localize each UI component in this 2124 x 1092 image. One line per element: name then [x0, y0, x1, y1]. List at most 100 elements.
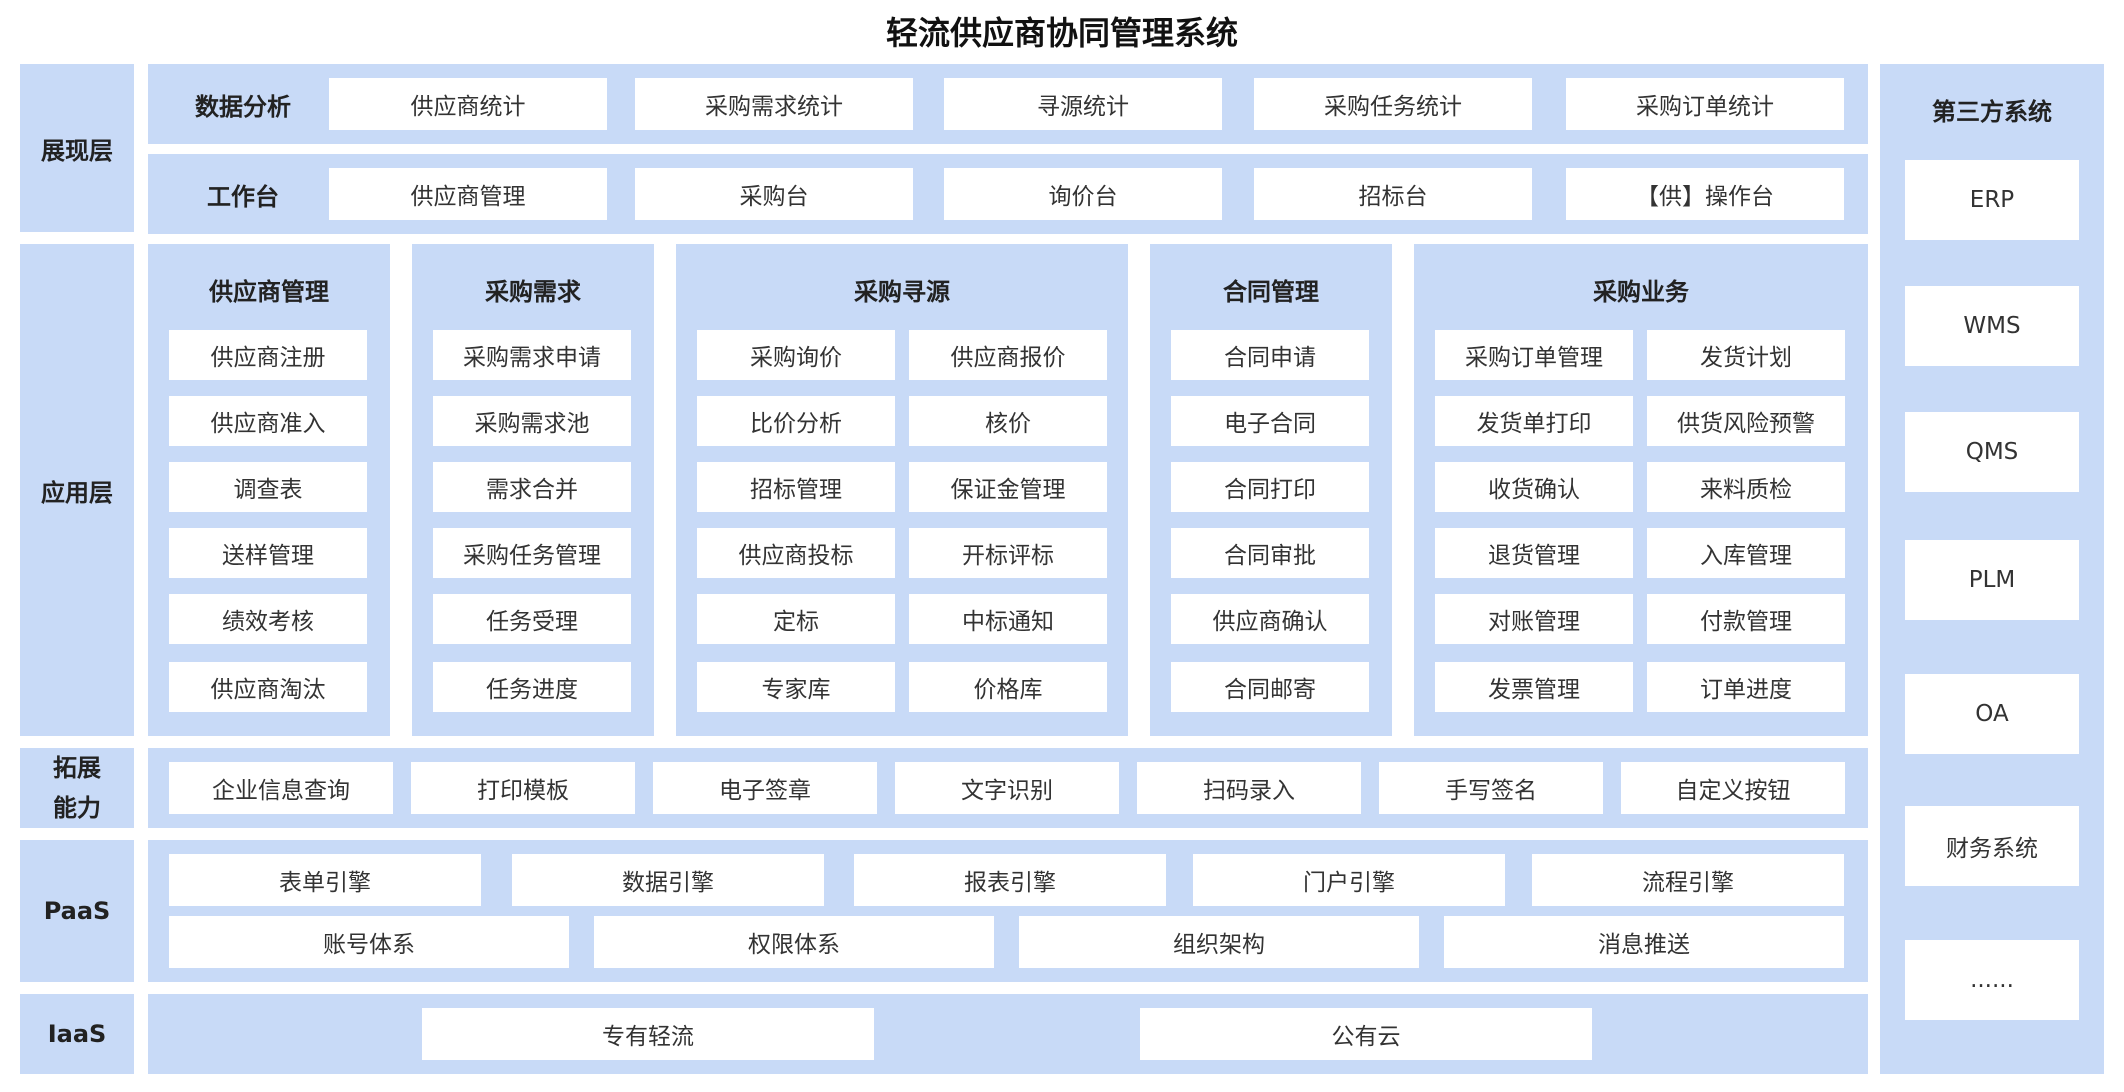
module-item: 供货风险预警	[1647, 396, 1845, 446]
third-party-item: ERP	[1905, 160, 2079, 240]
layer-label-iaas: IaaS	[20, 994, 134, 1074]
module-item: 供应商淘汰	[169, 662, 367, 712]
paas-row: 表单引擎 数据引擎 报表引擎 门户引擎 流程引擎 账号体系 权限体系 组织架构 …	[148, 840, 1868, 982]
layer-label-extension: 拓展 能力	[20, 748, 134, 828]
module-item: 供应商投标	[697, 528, 895, 578]
module-item: 发货计划	[1647, 330, 1845, 380]
paas-engine: 报表引擎	[854, 854, 1166, 906]
module-item: 对账管理	[1435, 594, 1633, 644]
module-item: 发票管理	[1435, 662, 1633, 712]
extension-item: 文字识别	[895, 762, 1119, 814]
workbench-box: 供应商管理	[329, 168, 607, 220]
extension-item: 手写签名	[1379, 762, 1603, 814]
stat-box: 采购任务统计	[1254, 78, 1532, 130]
module-item: 核价	[909, 396, 1107, 446]
extension-item: 自定义按钮	[1621, 762, 1845, 814]
stat-box: 采购订单统计	[1566, 78, 1844, 130]
module-item: 比价分析	[697, 396, 895, 446]
module-item: 发货单打印	[1435, 396, 1633, 446]
workbench-box: 询价台	[944, 168, 1222, 220]
module-item: 退货管理	[1435, 528, 1633, 578]
module-business: 采购业务 采购订单管理 发货计划 发货单打印 供货风险预警 收货确认 来料质检 …	[1414, 244, 1868, 736]
module-item: 供应商准入	[169, 396, 367, 446]
paas-engine: 门户引擎	[1193, 854, 1505, 906]
module-item: 中标通知	[909, 594, 1107, 644]
workbench-box: 采购台	[635, 168, 913, 220]
module-sourcing: 采购寻源 采购询价 供应商报价 比价分析 核价 招标管理 保证金管理 供应商投标…	[676, 244, 1128, 736]
iaas-item: 公有云	[1140, 1008, 1592, 1060]
workbench-label: 工作台	[207, 182, 279, 211]
third-party-item: QMS	[1905, 412, 2079, 492]
module-item: 调查表	[169, 462, 367, 512]
module-item: 合同申请	[1171, 330, 1369, 380]
module-item: 任务进度	[433, 662, 631, 712]
data-analysis-row: 数据分析 供应商统计 采购需求统计 寻源统计 采购任务统计 采购订单统计	[148, 64, 1868, 144]
paas-system: 账号体系	[169, 916, 569, 968]
third-party-item: OA	[1905, 674, 2079, 754]
module-item: 开标评标	[909, 528, 1107, 578]
module-item: 订单进度	[1647, 662, 1845, 712]
workbench-box: 【供】操作台	[1566, 168, 1844, 220]
third-party-item: WMS	[1905, 286, 2079, 366]
extension-item: 企业信息查询	[169, 762, 393, 814]
page-title: 轻流供应商协同管理系统	[885, 14, 1238, 52]
module-title: 采购业务	[1593, 277, 1689, 306]
module-item: 付款管理	[1647, 594, 1845, 644]
module-contract: 合同管理 合同申请 电子合同 合同打印 合同审批 供应商确认 合同邮寄	[1150, 244, 1392, 736]
layer-label-presentation: 展现层	[20, 64, 134, 232]
workbench-box: 招标台	[1254, 168, 1532, 220]
module-item: 专家库	[697, 662, 895, 712]
paas-engine: 数据引擎	[512, 854, 824, 906]
module-item: 采购需求池	[433, 396, 631, 446]
module-item: 定标	[697, 594, 895, 644]
paas-system: 权限体系	[594, 916, 994, 968]
third-party-title: 第三方系统	[1932, 97, 2052, 126]
workbench-row: 工作台 供应商管理 采购台 询价台 招标台 【供】操作台	[148, 154, 1868, 234]
module-supplier-mgmt: 供应商管理 供应商注册 供应商准入 调查表 送样管理 绩效考核 供应商淘汰	[148, 244, 390, 736]
module-item: 采购需求申请	[433, 330, 631, 380]
module-item: 供应商注册	[169, 330, 367, 380]
paas-system: 消息推送	[1444, 916, 1844, 968]
stat-box: 采购需求统计	[635, 78, 913, 130]
third-party-item: PLM	[1905, 540, 2079, 620]
third-party-item: ......	[1905, 940, 2079, 1020]
module-item: 保证金管理	[909, 462, 1107, 512]
module-item: 送样管理	[169, 528, 367, 578]
module-item: 入库管理	[1647, 528, 1845, 578]
module-purchase-demand: 采购需求 采购需求申请 采购需求池 需求合并 采购任务管理 任务受理 任务进度	[412, 244, 654, 736]
module-item: 价格库	[909, 662, 1107, 712]
third-party-panel: 第三方系统 ERP WMS QMS PLM OA 财务系统 ......	[1880, 64, 2104, 1074]
module-item: 采购订单管理	[1435, 330, 1633, 380]
module-item: 合同邮寄	[1171, 662, 1369, 712]
extension-row: 企业信息查询 打印模板 电子签章 文字识别 扫码录入 手写签名 自定义按钮	[148, 748, 1868, 828]
paas-engine: 表单引擎	[169, 854, 481, 906]
layer-label-application: 应用层	[20, 244, 134, 736]
iaas-row: 专有轻流 公有云	[148, 994, 1868, 1074]
module-title: 供应商管理	[209, 277, 329, 306]
module-item: 供应商报价	[909, 330, 1107, 380]
stat-box: 寻源统计	[944, 78, 1222, 130]
stat-box: 供应商统计	[329, 78, 607, 130]
module-item: 采购任务管理	[433, 528, 631, 578]
module-item: 合同审批	[1171, 528, 1369, 578]
module-title: 合同管理	[1223, 277, 1319, 306]
data-analysis-label: 数据分析	[195, 92, 291, 121]
extension-item: 打印模板	[411, 762, 635, 814]
module-item: 招标管理	[697, 462, 895, 512]
module-item: 采购询价	[697, 330, 895, 380]
module-item: 任务受理	[433, 594, 631, 644]
module-item: 供应商确认	[1171, 594, 1369, 644]
third-party-item: 财务系统	[1905, 806, 2079, 886]
module-item: 合同打印	[1171, 462, 1369, 512]
module-item: 收货确认	[1435, 462, 1633, 512]
paas-engine: 流程引擎	[1532, 854, 1844, 906]
module-item: 电子合同	[1171, 396, 1369, 446]
module-title: 采购寻源	[854, 277, 950, 306]
paas-system: 组织架构	[1019, 916, 1419, 968]
module-item: 来料质检	[1647, 462, 1845, 512]
module-item: 绩效考核	[169, 594, 367, 644]
layer-label-paas: PaaS	[20, 840, 134, 982]
extension-item: 电子签章	[653, 762, 877, 814]
module-title: 采购需求	[485, 277, 581, 306]
module-item: 需求合并	[433, 462, 631, 512]
